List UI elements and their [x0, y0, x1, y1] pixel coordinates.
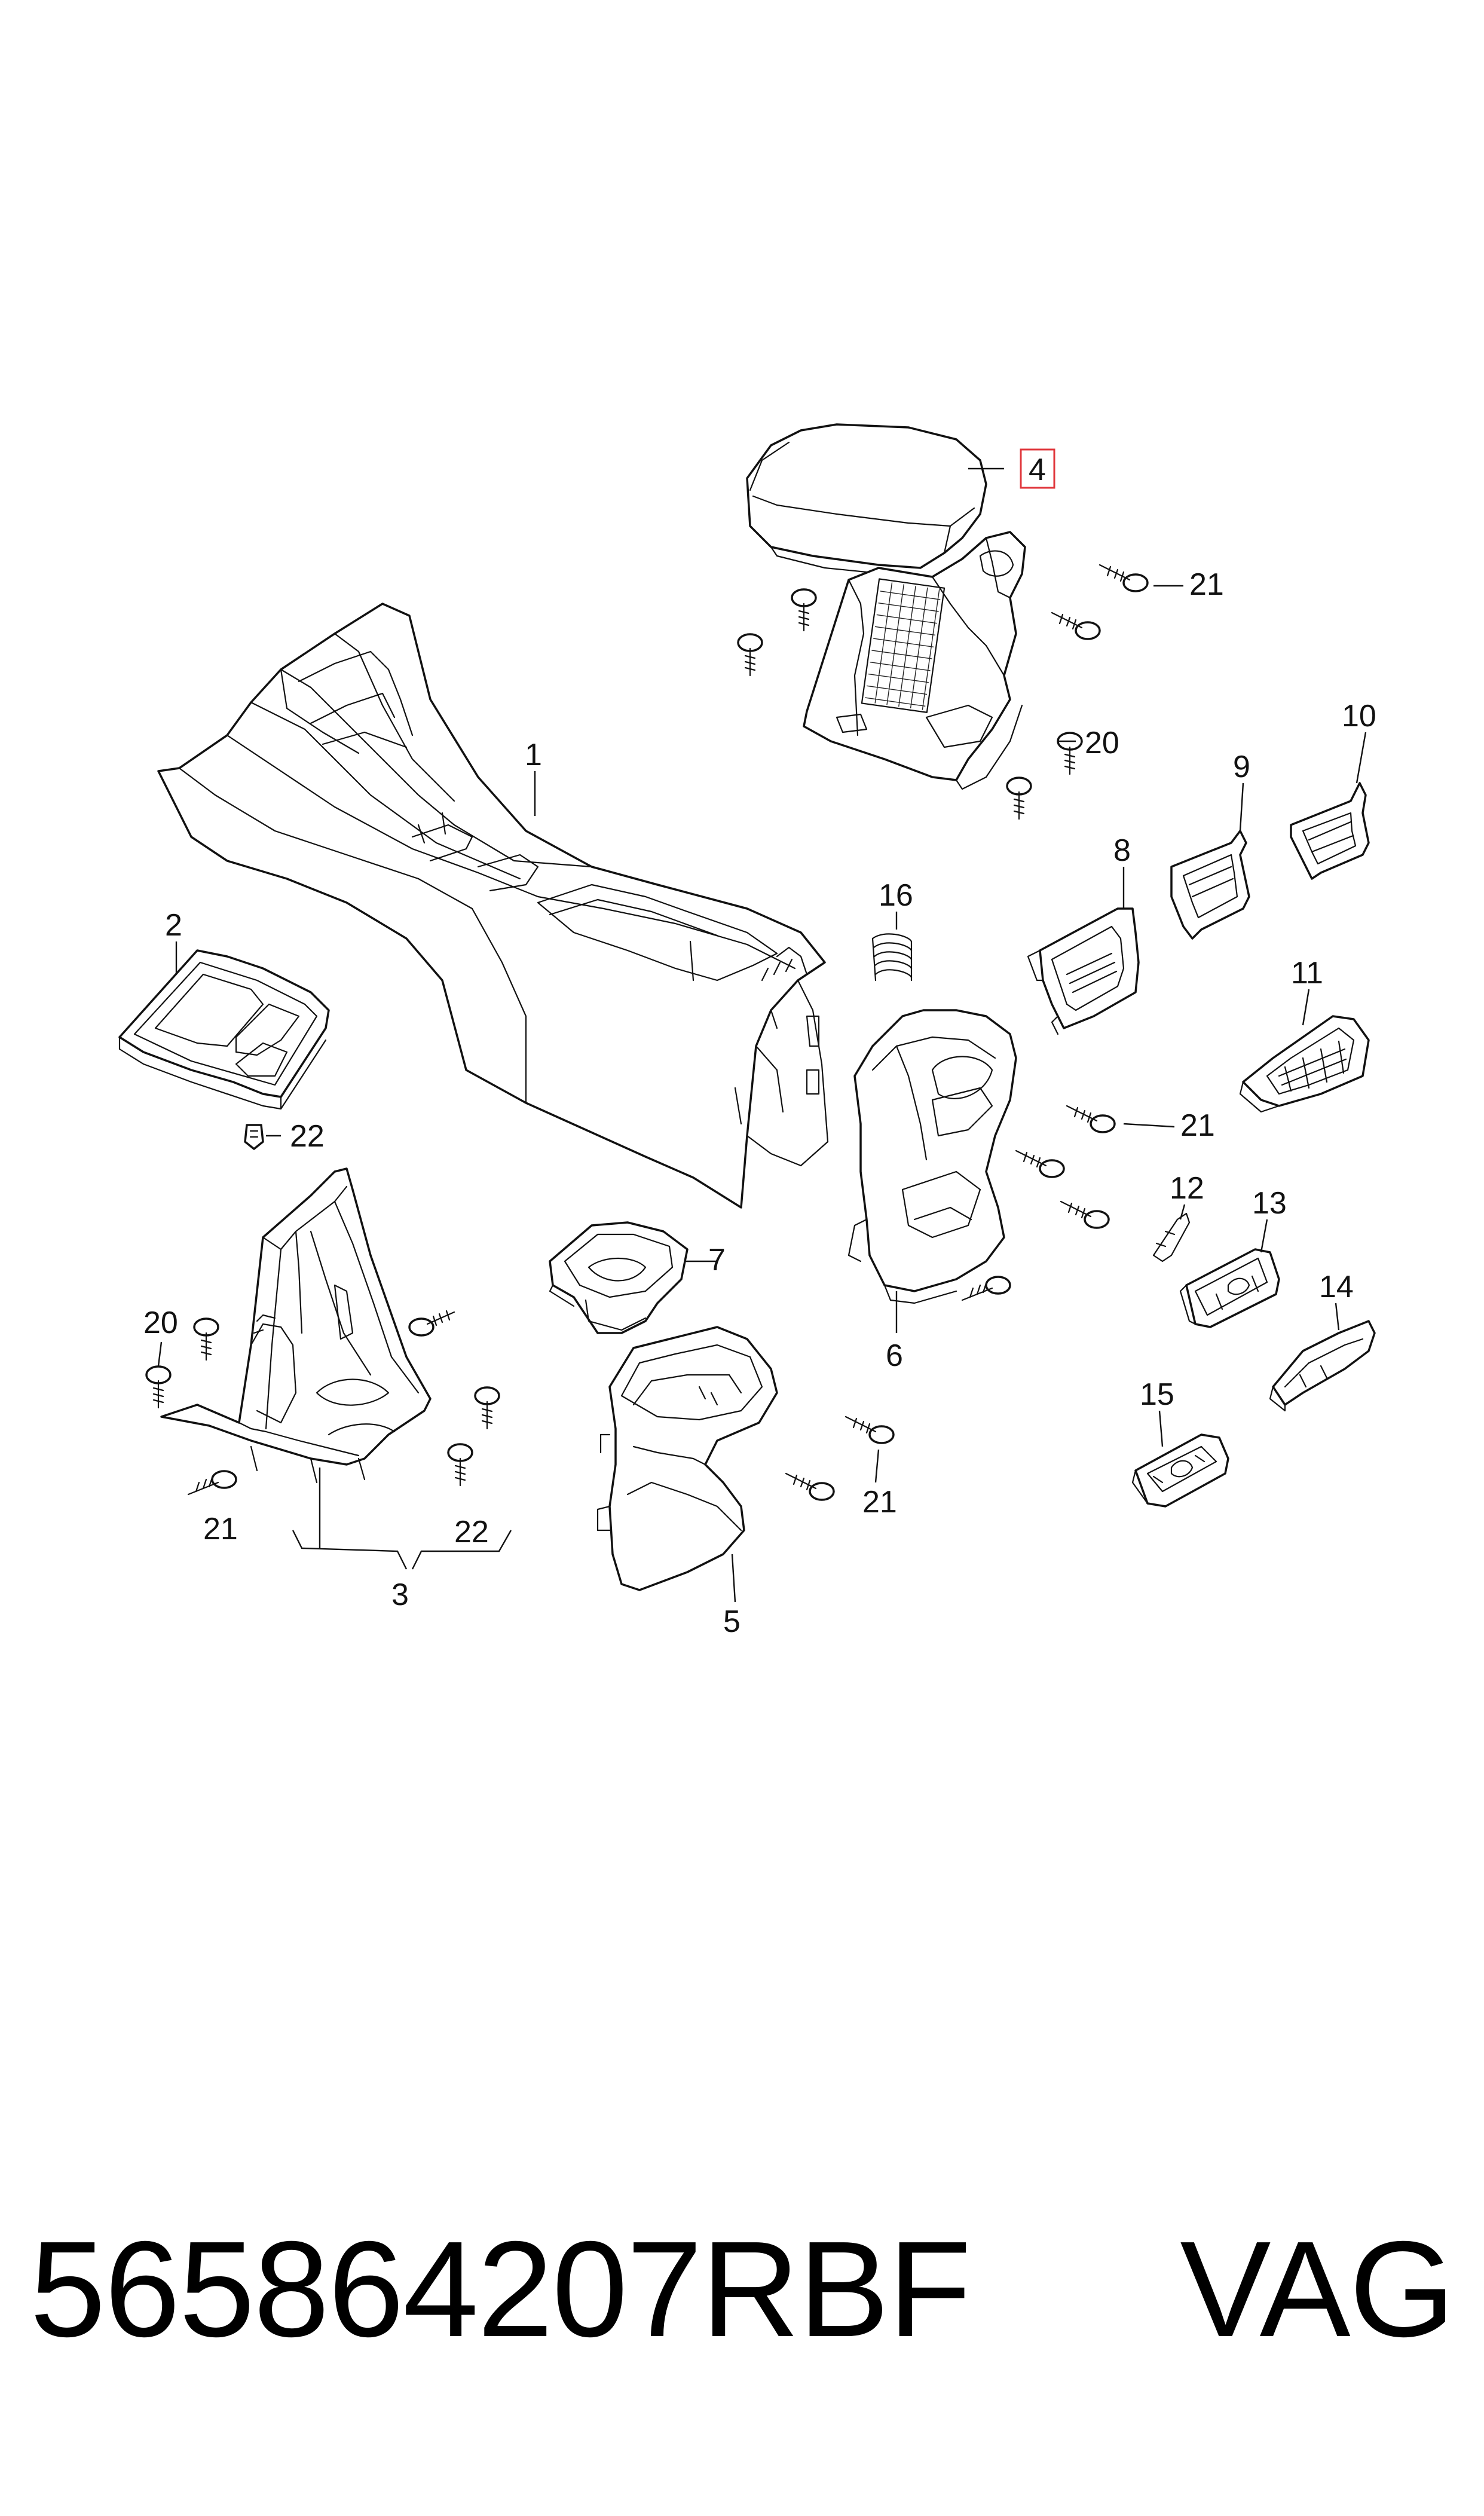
part-1-center-console[interactable]	[157, 603, 829, 1209]
screw-icon	[737, 633, 763, 677]
callout-11[interactable]: 11	[1291, 956, 1323, 990]
screw-icon	[1015, 1150, 1065, 1178]
screw-icon	[447, 1443, 473, 1487]
footer: 565864207RBF VAG	[30, 2212, 1455, 2367]
part-16-spring[interactable]	[871, 933, 913, 982]
screw-icon	[1060, 1200, 1110, 1229]
part-6-rear-vent-housing[interactable]	[847, 1009, 1017, 1304]
clip-icon	[244, 1124, 264, 1150]
callout-8[interactable]: 8	[1113, 833, 1131, 868]
part-12-clip[interactable]	[1152, 1212, 1191, 1262]
screw-icon	[844, 1416, 895, 1444]
callout-2[interactable]: 2	[165, 908, 182, 943]
part-11-vent-outlet[interactable]	[1239, 1015, 1370, 1113]
callout-12[interactable]: 12	[1170, 1171, 1204, 1206]
screw-icon	[474, 1386, 500, 1430]
callout-20-lower[interactable]: 20	[143, 1306, 178, 1340]
callout-3[interactable]: 3	[391, 1578, 409, 1612]
screw-icon	[1051, 612, 1101, 640]
callout-21-top[interactable]: 21	[1189, 567, 1224, 602]
part-13-switch-panel[interactable]	[1179, 1248, 1280, 1328]
callout-21-mid[interactable]: 21	[1180, 1108, 1215, 1143]
part-7-cup-insert[interactable]	[549, 1221, 689, 1334]
callout-7[interactable]: 7	[708, 1243, 726, 1277]
screw-icon	[791, 588, 817, 632]
callout-20-upper[interactable]: 20	[1085, 726, 1119, 760]
armrest-hinge-bracket[interactable]	[803, 531, 1026, 790]
callout-22-clip[interactable]: 22	[290, 1119, 325, 1154]
part-9-vent-trim[interactable]	[1170, 830, 1250, 940]
callout-16[interactable]: 16	[879, 878, 913, 913]
screw-icon	[145, 1365, 172, 1409]
part-4-armrest[interactable]	[746, 423, 987, 581]
screw-icon	[1057, 732, 1083, 775]
part-14-handle[interactable]	[1269, 1320, 1376, 1412]
part-10-vent-trim[interactable]	[1290, 782, 1370, 880]
leader-lines	[157, 467, 1367, 1603]
part-5-rear-trim[interactable]	[596, 1326, 778, 1591]
part-3-bracket[interactable]	[160, 1167, 432, 1484]
callout-6[interactable]: 6	[886, 1338, 903, 1373]
screw-icon	[187, 1470, 237, 1496]
brand-label: VAG	[1180, 2214, 1455, 2365]
screw-icon	[961, 1276, 1011, 1301]
screws	[145, 564, 1149, 1501]
callout-21-bottom[interactable]: 21	[862, 1485, 897, 1520]
callout-1[interactable]: 1	[525, 738, 542, 772]
part-8-vent-trim[interactable]	[1027, 907, 1140, 1035]
screw-icon	[408, 1310, 455, 1337]
callout-21-left[interactable]: 21	[203, 1512, 238, 1546]
screw-icon	[1066, 1105, 1116, 1133]
highlight-box	[1020, 448, 1055, 489]
part-number: 565864207RBF	[30, 2214, 971, 2365]
callout-5[interactable]: 5	[723, 1604, 741, 1639]
callout-14[interactable]: 14	[1319, 1270, 1354, 1304]
callout-15[interactable]: 15	[1140, 1377, 1174, 1412]
callout-9[interactable]: 9	[1233, 750, 1250, 784]
screw-icon	[193, 1317, 219, 1361]
screw-icon	[1099, 564, 1149, 592]
callout-13[interactable]: 13	[1252, 1186, 1287, 1221]
part-2-shifter-bezel[interactable]	[118, 949, 330, 1110]
callout-labels: 1 2 3 4 5 6 7 8 9 10 11 12 13 14 15 16 2…	[143, 453, 1376, 1639]
screw-icon	[1006, 776, 1032, 820]
screw-icon	[785, 1472, 835, 1501]
part-15-usb-panel[interactable]	[1131, 1433, 1229, 1508]
callout-4[interactable]: 4	[1029, 453, 1046, 487]
callout-22-bracket[interactable]: 22	[454, 1515, 489, 1549]
callout-10[interactable]: 10	[1342, 699, 1376, 733]
